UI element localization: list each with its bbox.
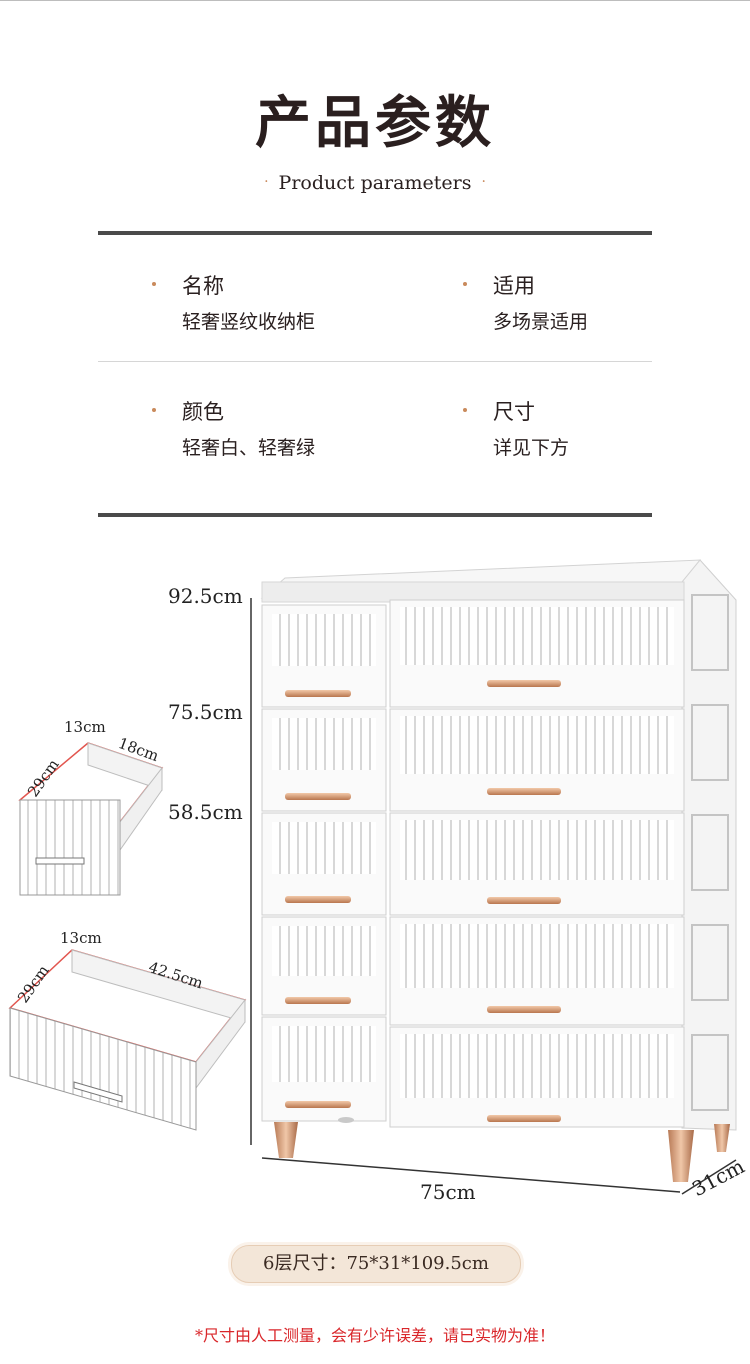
bullet-dot bbox=[463, 408, 467, 412]
dot-right: · bbox=[481, 174, 486, 190]
width-label: 75cm bbox=[420, 1180, 476, 1204]
drawer-grid bbox=[261, 599, 685, 1128]
large-drawer-height: 13cm bbox=[60, 929, 102, 947]
param-label: 颜色 bbox=[182, 400, 224, 424]
param-usage: 适用 多场景适用 bbox=[463, 272, 750, 335]
height-label-low: 58.5cm bbox=[168, 800, 243, 824]
param-label: 名称 bbox=[182, 274, 224, 298]
small-drawer-illustration bbox=[18, 742, 164, 896]
page-title: 产品参数 bbox=[255, 90, 495, 156]
height-label-mid: 75.5cm bbox=[168, 700, 243, 724]
divider-bottom bbox=[98, 513, 652, 517]
param-size: 尺寸 详见下方 bbox=[463, 398, 750, 461]
cabinet-legs bbox=[274, 1117, 730, 1182]
page-subtitle: · Product parameters · bbox=[0, 172, 750, 194]
param-value: 多场景适用 bbox=[493, 311, 589, 333]
param-value: 轻奢白、轻奢绿 bbox=[182, 437, 316, 459]
cabinet-side-panel bbox=[681, 559, 737, 1131]
dot-left: · bbox=[264, 174, 269, 190]
divider-middle bbox=[98, 361, 652, 362]
divider-top bbox=[98, 231, 652, 235]
small-drawer-height: 13cm bbox=[64, 718, 106, 736]
param-color: 颜色 轻奢白、轻奢绿 bbox=[152, 398, 442, 461]
param-label: 适用 bbox=[493, 274, 535, 298]
bullet-dot bbox=[152, 282, 156, 286]
bullet-dot bbox=[463, 282, 467, 286]
large-drawer-illustration bbox=[8, 949, 247, 1131]
param-name: 名称 轻奢竖纹收纳柜 bbox=[152, 272, 442, 335]
param-value: 详见下方 bbox=[493, 437, 570, 459]
top-border bbox=[0, 0, 750, 1]
size-badge: 6层尺寸：75*31*109.5cm bbox=[231, 1245, 521, 1283]
drawer-handles bbox=[285, 680, 561, 1122]
cabinet-top bbox=[260, 559, 702, 603]
height-label-top: 92.5cm bbox=[168, 584, 243, 608]
param-value: 轻奢竖纹收纳柜 bbox=[182, 311, 316, 333]
param-label: 尺寸 bbox=[493, 400, 535, 424]
subtitle-text: Product parameters bbox=[278, 172, 472, 194]
width-measure bbox=[261, 1157, 737, 1195]
bullet-dot bbox=[152, 408, 156, 412]
measurement-notice: *尺寸由人工测量，会有少许误差，请已实物为准！ bbox=[194, 1326, 555, 1345]
